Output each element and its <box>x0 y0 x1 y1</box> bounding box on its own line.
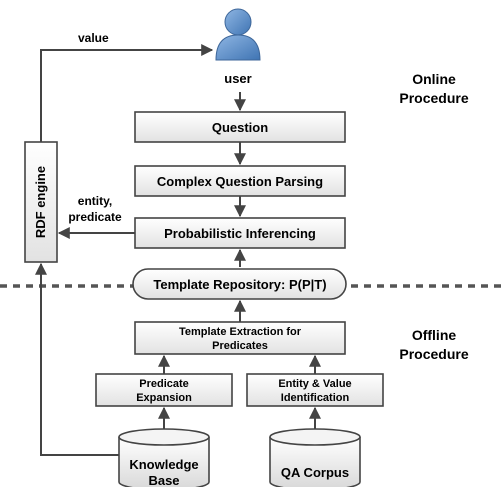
template-repository-label: Template Repository: P(P|T) <box>153 277 326 292</box>
predicate-edge-label: predicate <box>68 210 122 224</box>
template-repository-box <box>132 268 347 300</box>
predicate-expansion-box <box>95 373 233 407</box>
online-procedure-label-line1: Online <box>412 71 456 87</box>
probabilistic-inferencing-label: Probabilistic Inferencing <box>164 226 316 241</box>
complex-question-parsing-label: Complex Question Parsing <box>157 174 323 189</box>
offline-procedure-label-line1: Offline <box>412 327 457 343</box>
entity-edge-label: entity, <box>78 194 112 208</box>
template-extraction-box <box>134 321 346 355</box>
user-person-icon <box>215 8 261 61</box>
template-extraction-label-line1: Template Extraction for <box>179 326 302 338</box>
question-label: Question <box>212 120 268 135</box>
qa-corpus-label: QA Corpus <box>281 465 349 480</box>
rdf-engine-label: RDF engine <box>33 166 48 238</box>
entity-value-identification-label-line2: Identification <box>281 392 350 404</box>
arrow-kb-to-rdf-engine <box>35 262 119 456</box>
knowledge-base-label-line1: Knowledge <box>129 457 198 472</box>
value-edge-label: value <box>78 31 109 45</box>
probabilistic-inferencing-box <box>134 217 346 249</box>
knowledge-base-label-line2: Base <box>148 473 179 487</box>
rdf-engine-box <box>24 141 58 263</box>
offline-procedure-label-line2: Procedure <box>399 346 468 362</box>
user-label: user <box>224 71 251 86</box>
online-procedure-label-line2: Procedure <box>399 90 468 106</box>
template-extraction-label-line2: Predicates <box>212 340 268 352</box>
predicate-expansion-label-line1: Predicate <box>139 378 189 390</box>
predicate-expansion-label-line2: Expansion <box>136 392 192 404</box>
knowledge-base-database-icon <box>118 428 210 487</box>
entity-value-identification-label-line1: Entity & Value <box>278 378 351 390</box>
complex-question-parsing-box <box>134 165 346 197</box>
arrow-rdf-engine-to-user <box>40 44 214 142</box>
qa-corpus-database-icon <box>269 428 361 487</box>
